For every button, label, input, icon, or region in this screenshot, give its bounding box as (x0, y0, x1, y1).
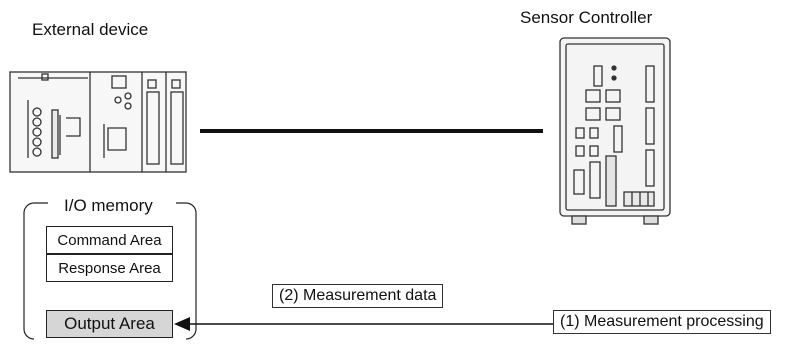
sensor-controller-label: Sensor Controller (520, 8, 653, 27)
data-arrow-head (174, 317, 190, 331)
external-device-label: External device (32, 20, 149, 39)
response-area-box: Response Area (46, 254, 173, 282)
io-memory-title: I/O memory (60, 196, 157, 216)
io-memory-bracket (23, 202, 197, 340)
measurement-data-label: (2) Measurement data (272, 284, 444, 308)
external-device-illustration (9, 71, 187, 173)
output-area-box: Output Area (46, 310, 173, 338)
sensor-controller-illustration (559, 37, 671, 225)
measurement-processing-label: (1) Measurement processing (553, 310, 771, 334)
command-area-box: Command Area (46, 226, 173, 254)
